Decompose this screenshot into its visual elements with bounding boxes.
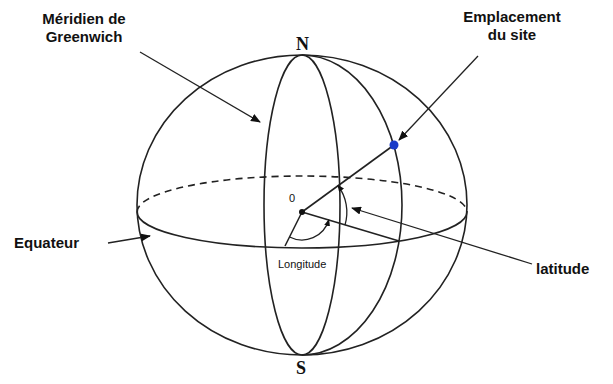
leader-line xyxy=(352,208,532,264)
radius-line xyxy=(285,212,302,246)
longitude-label: Longitude xyxy=(276,258,328,271)
site-dot xyxy=(390,141,399,150)
equator-back xyxy=(137,176,467,212)
origin-label: 0 xyxy=(287,192,297,205)
pole-label: N xyxy=(296,34,309,56)
leader-line xyxy=(108,236,150,243)
center-dot xyxy=(299,209,305,215)
equator-label: Equateur xyxy=(14,234,79,252)
leader-line xyxy=(140,52,260,122)
longitude-angle xyxy=(290,220,329,240)
radius-line xyxy=(302,145,394,212)
site-label: Emplacement du site xyxy=(452,8,572,44)
radius-line xyxy=(302,212,399,241)
leader-line xyxy=(399,56,478,140)
latitude-angle xyxy=(338,186,347,226)
equator-front xyxy=(137,212,467,248)
pole-label: S xyxy=(296,358,306,380)
site-meridian xyxy=(302,55,402,355)
latitude-label: latitude xyxy=(536,260,589,278)
sphere-outline xyxy=(137,55,467,355)
meridian-label: Méridien de Greenwich xyxy=(28,10,140,46)
greenwich-meridian xyxy=(264,55,340,355)
